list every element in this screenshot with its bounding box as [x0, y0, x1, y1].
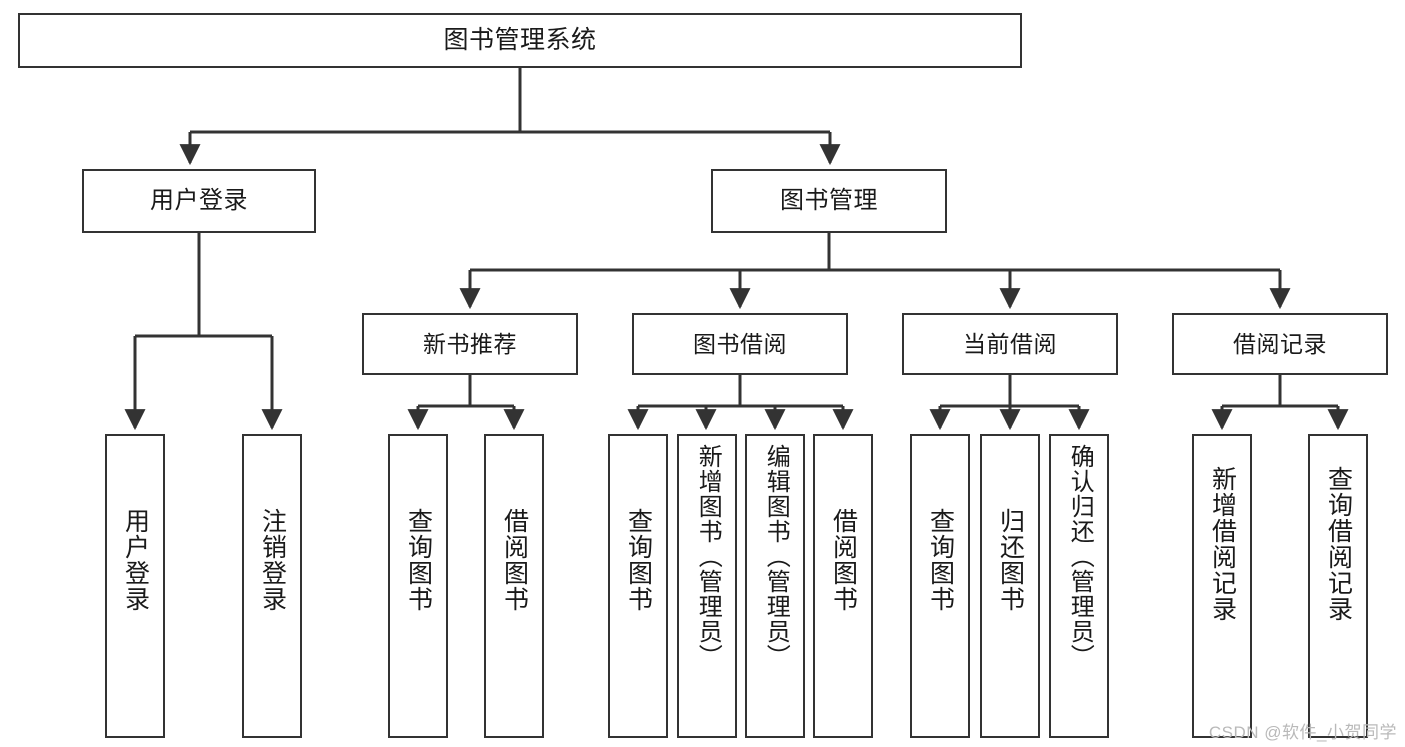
node-borrow-record[interactable]: 借阅记录 — [1172, 313, 1388, 375]
node-new-book-recommend[interactable]: 新书推荐 — [362, 313, 578, 375]
node-user-login[interactable]: 用户登录 — [82, 169, 316, 233]
leaf-add-borrow-record[interactable]: 新增借阅记录 — [1192, 434, 1252, 738]
leaf-logout-login[interactable]: 注销登录 — [242, 434, 302, 738]
node-label: 借阅记录 — [1233, 330, 1327, 357]
node-label: 图书管理 — [780, 187, 878, 215]
node-label: 注销登录 — [258, 508, 287, 612]
node-label: 查询图书 — [926, 508, 955, 612]
leaf-query-book-new[interactable]: 查询图书 — [388, 434, 448, 738]
leaf-add-book[interactable]: 新增图书（管理员） — [677, 434, 737, 738]
node-book-management[interactable]: 图书管理 — [711, 169, 947, 233]
node-root-system[interactable]: 图书管理系统 — [18, 13, 1022, 68]
node-label: 确认归还（管理员） — [1066, 444, 1094, 669]
node-label: 新书推荐 — [423, 330, 517, 357]
leaf-query-borrow-record[interactable]: 查询借阅记录 — [1308, 434, 1368, 738]
leaf-query-book-current[interactable]: 查询图书 — [910, 434, 970, 738]
node-label: 归还图书 — [996, 508, 1025, 612]
node-label: 图书借阅 — [693, 330, 787, 357]
leaf-confirm-return[interactable]: 确认归还（管理员） — [1049, 434, 1109, 738]
leaf-borrow-book[interactable]: 借阅图书 — [813, 434, 873, 738]
node-label: 用户登录 — [150, 187, 248, 215]
node-label: 当前借阅 — [963, 330, 1057, 357]
node-current-borrow[interactable]: 当前借阅 — [902, 313, 1118, 375]
node-label: 查询图书 — [404, 508, 433, 612]
node-book-borrow[interactable]: 图书借阅 — [632, 313, 848, 375]
leaf-borrow-book-new[interactable]: 借阅图书 — [484, 434, 544, 738]
node-label: 查询借阅记录 — [1324, 466, 1353, 622]
node-label: 借阅图书 — [500, 508, 529, 612]
node-label: 新增图书（管理员） — [694, 444, 722, 669]
node-label: 新增借阅记录 — [1208, 466, 1237, 622]
node-label: 借阅图书 — [829, 508, 858, 612]
node-label: 图书管理系统 — [443, 26, 597, 54]
leaf-return-book[interactable]: 归还图书 — [980, 434, 1040, 738]
watermark-text: CSDN @软件_小贺同学 — [1208, 723, 1397, 742]
leaf-query-book-borrow[interactable]: 查询图书 — [608, 434, 668, 738]
node-label: 编辑图书（管理员） — [762, 444, 790, 669]
leaf-edit-book[interactable]: 编辑图书（管理员） — [745, 434, 805, 738]
node-label: 用户登录 — [121, 508, 150, 612]
leaf-user-login[interactable]: 用户登录 — [105, 434, 165, 738]
node-label: 查询图书 — [624, 508, 653, 612]
